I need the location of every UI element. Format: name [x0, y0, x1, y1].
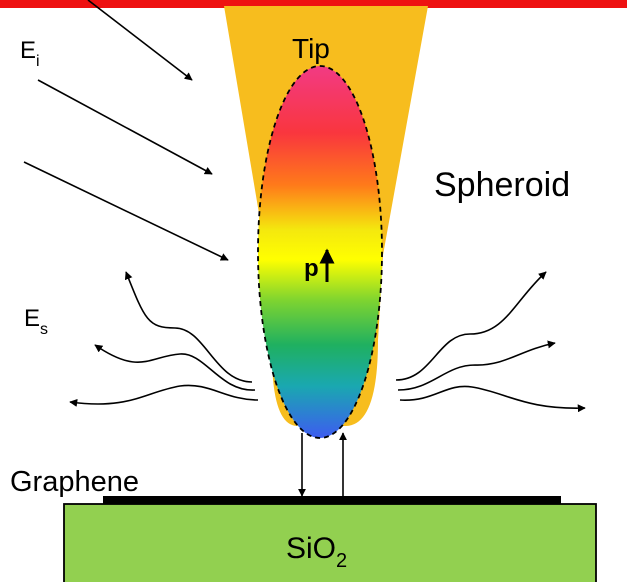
scattered-wave-right-3 [399, 385, 586, 413]
graphene-layer [103, 496, 561, 504]
scattered-wave-left-3 [69, 384, 259, 407]
incident-arrow-1 [87, 0, 193, 81]
scattered-wave-left-1 [124, 271, 253, 383]
incident-arrow-2 [37, 79, 213, 175]
tip-label: Tip [292, 33, 330, 64]
scattered-waves-left [69, 271, 259, 407]
scattered-wave-right-1 [395, 271, 547, 381]
incident-arrows [23, 0, 229, 261]
graphene-label: Graphene [10, 466, 139, 498]
scattered-wave-left-2 [94, 344, 256, 391]
scattered-field-label: Es [24, 305, 48, 338]
incident-field-label: Ei [20, 37, 40, 70]
scattered-waves-right [395, 271, 586, 413]
top-border-line [0, 0, 627, 8]
spheroid-label: Spheroid [434, 166, 570, 204]
substrate-label: SiO2 [286, 532, 347, 572]
scattered-wave-right-2 [397, 340, 556, 391]
incident-arrow-3 [23, 161, 229, 261]
spheroid [257, 65, 383, 439]
substrate [63, 503, 597, 582]
dipole-label: p [304, 255, 319, 282]
